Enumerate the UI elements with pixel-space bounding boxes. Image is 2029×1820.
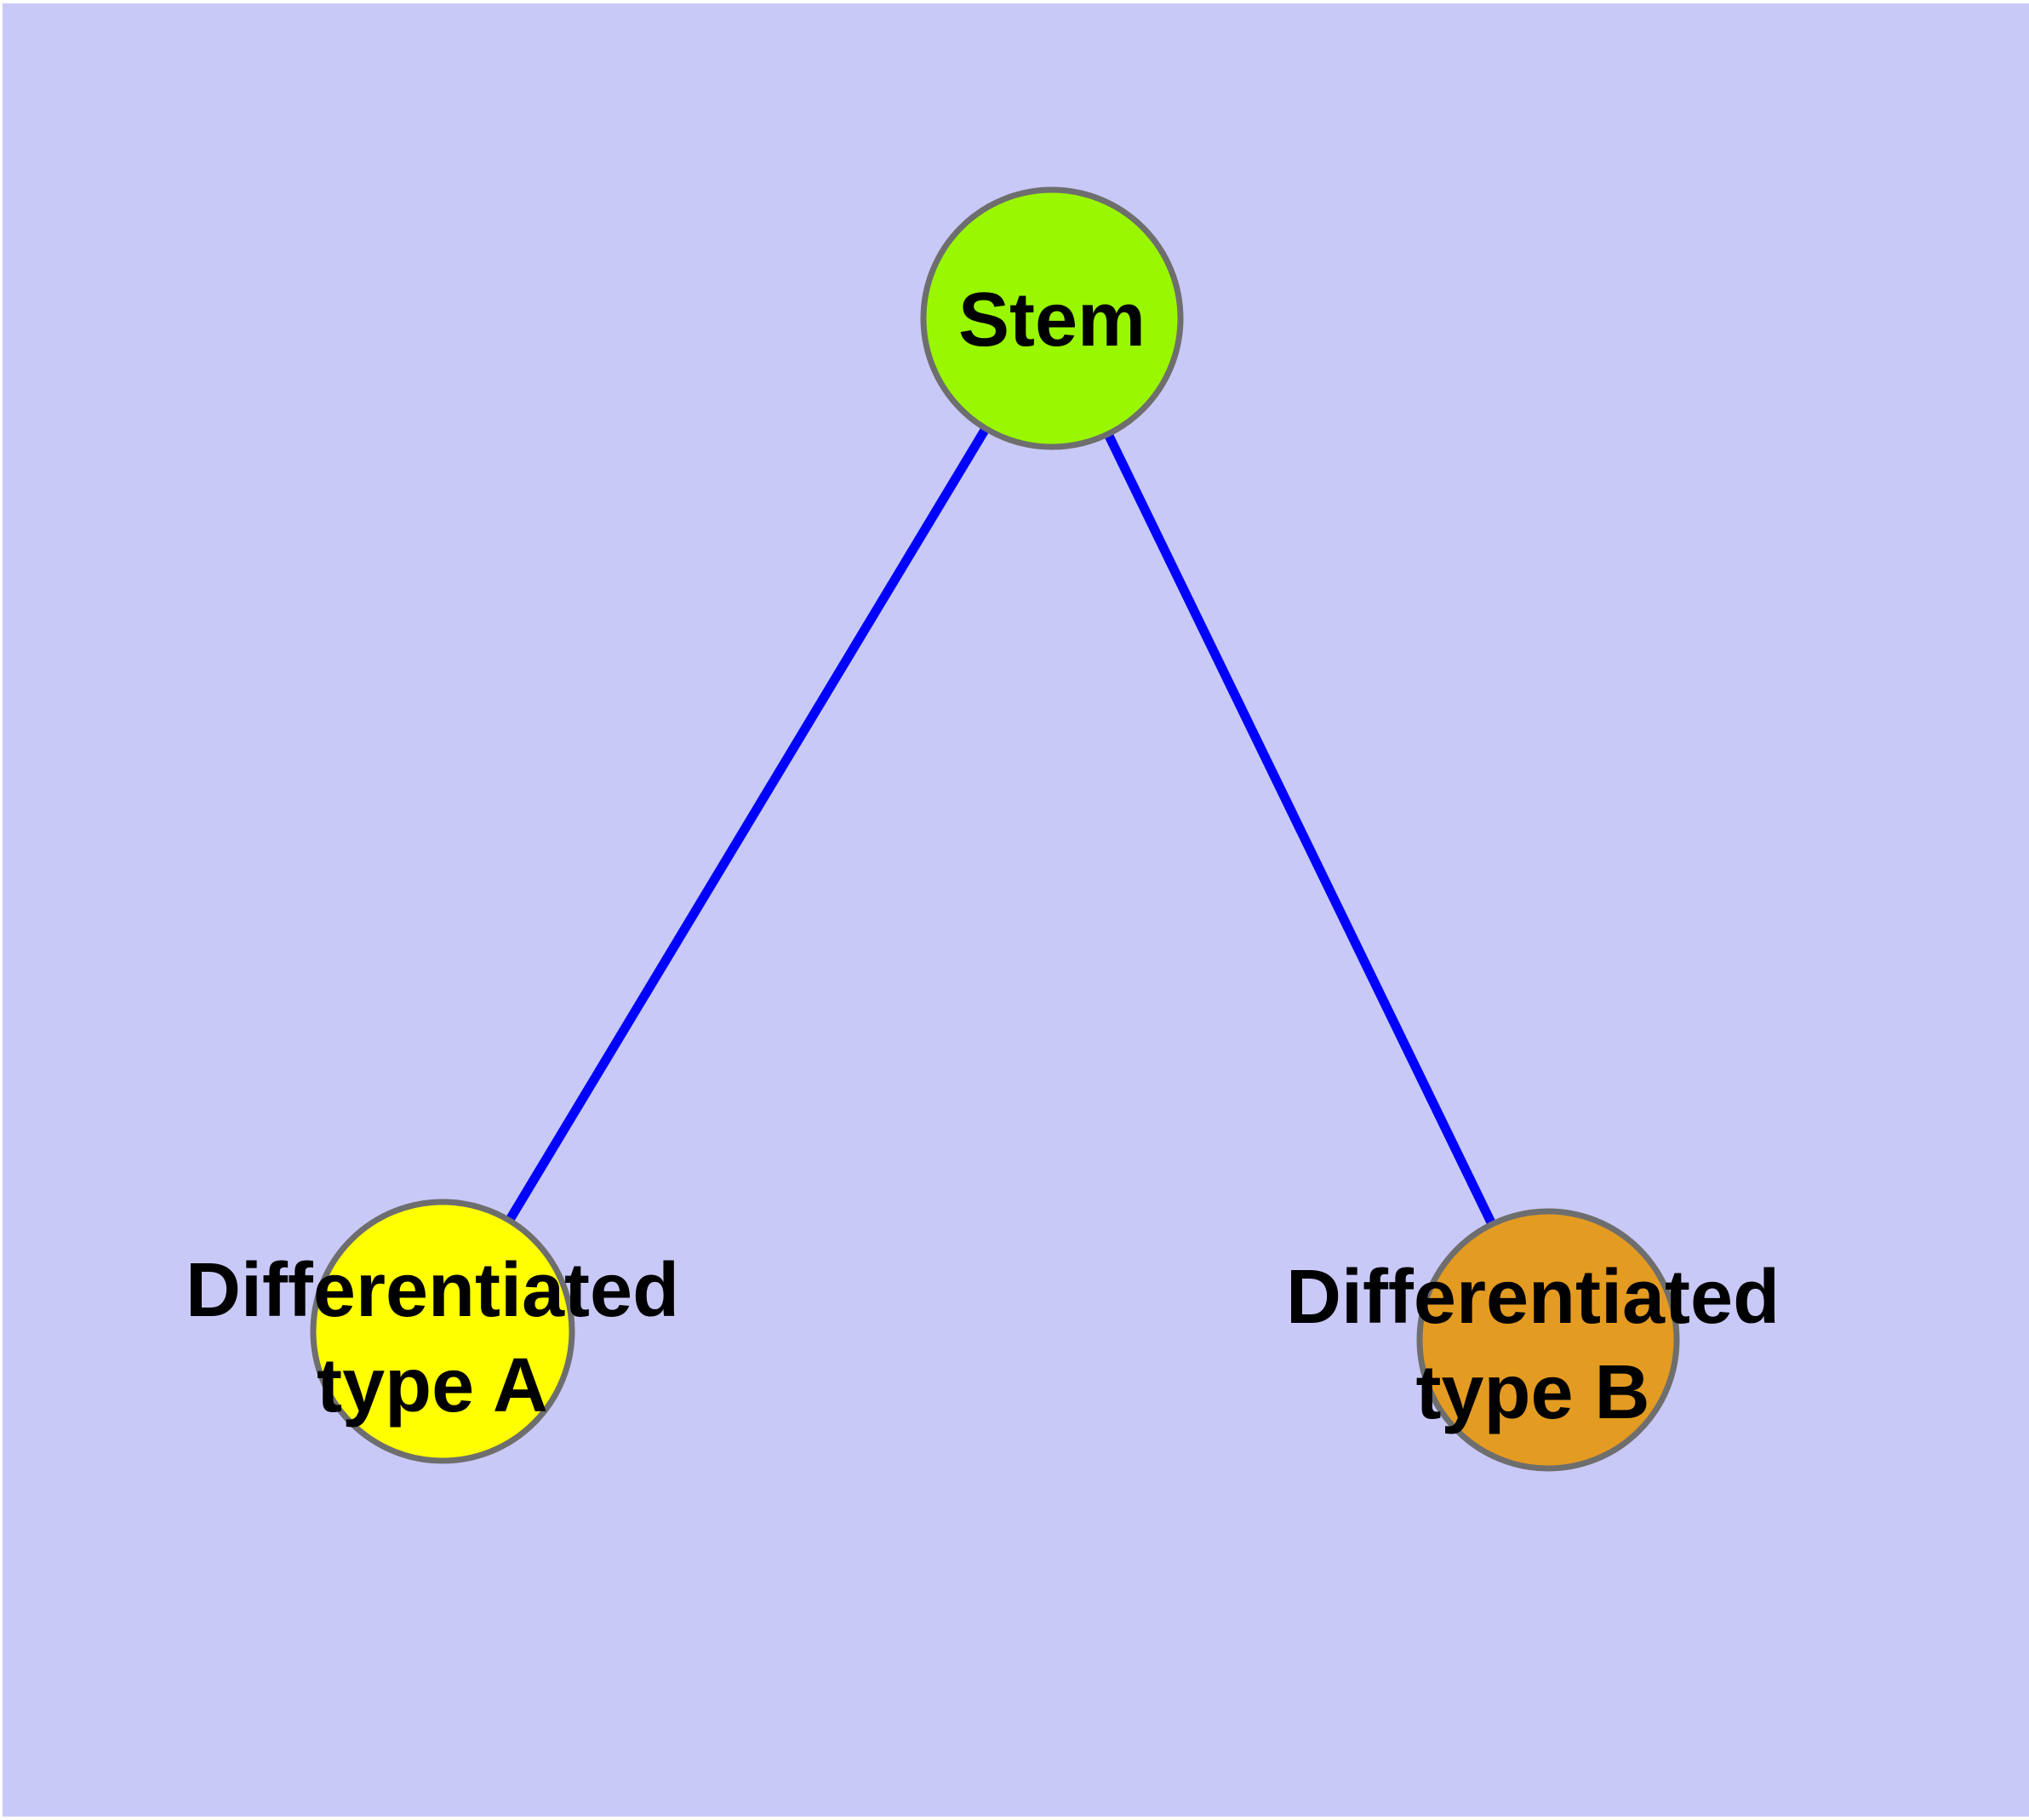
edge-stem-to-typeA <box>438 316 1056 1334</box>
graph-svg <box>310 186 1680 1472</box>
edge-stem-to-typeB <box>1048 316 1552 1342</box>
node-stem-circle <box>920 186 1184 450</box>
node-typeA-label-line1: Differentiated <box>185 1248 680 1333</box>
node-typeA-circle <box>310 1199 575 1464</box>
node-typeB-label-line2: type B <box>1415 1350 1650 1435</box>
node-typeA-label-line2: type A <box>317 1343 548 1428</box>
node-typeA-label: Differentiated type A <box>186 1243 679 1434</box>
diagram-canvas: Stem Differentiated type A Differentiate… <box>3 3 2029 1817</box>
node-typeB-circle <box>1416 1208 1680 1472</box>
node-typeB-label: Differentiated type B <box>1286 1250 1780 1440</box>
node-stem-label: Stem <box>958 272 1146 368</box>
node-stem-label-line1: Stem <box>957 278 1146 363</box>
node-typeB-label-line1: Differentiated <box>1285 1255 1780 1340</box>
